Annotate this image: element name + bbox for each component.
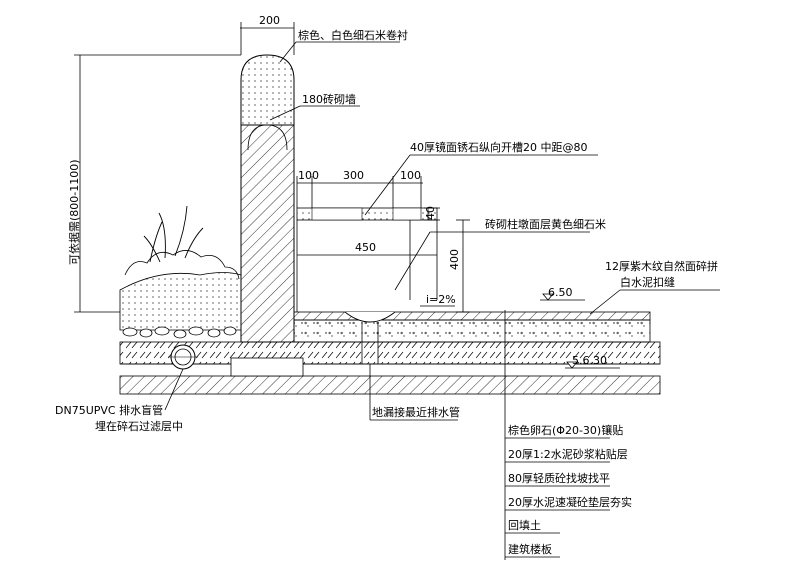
dim-trench-width: 450 (355, 241, 376, 254)
paving (293, 311, 651, 364)
dim-wall-height: 可依据需(800-1100) (67, 159, 81, 265)
dim-trench-depth: 400 (448, 249, 461, 270)
layer-4: 20厚水泥速凝砼垫层夯实 (508, 495, 632, 509)
label-paving-bed: 白水泥扣缝 (620, 275, 675, 289)
label-trench-finish: 砖砌柱墩面层黄色细石米 (485, 217, 606, 231)
dim-cover-thickness: 40 (424, 206, 437, 220)
elevation-base: 5.6.30 (572, 354, 607, 367)
dim-trench-left: 100 (298, 169, 319, 182)
ground-layers (119, 341, 661, 395)
layer-2: 20厚1:2水泥砂浆粘贴层 (508, 447, 628, 461)
dim-trench-right: 100 (400, 169, 421, 182)
leaders (74, 22, 720, 560)
label-coping: 棕色、白色细石米卷衬 (298, 28, 408, 42)
dim-coping-width: 200 (259, 14, 280, 27)
layer-3: 80厚轻质砼找坡找平 (508, 471, 610, 485)
label-pipe-line1: DN75UPVC 排水盲管 (55, 403, 163, 417)
label-drain-pipe: 地漏接最近排水管 (372, 405, 460, 419)
layer-1: 棕色卵石(Φ20-30)镶贴 (508, 423, 623, 437)
layer-6: 建筑楼板 (508, 542, 552, 556)
label-grate: 40厚镜面锈石纵向开槽20 中距@80 (410, 140, 588, 154)
label-pipe-line2: 埋在碎石过滤层中 (95, 419, 183, 433)
dim-trench-mid: 300 (343, 169, 364, 182)
layer-5: 回填土 (508, 518, 541, 532)
slope-label: i=2% (426, 293, 456, 306)
planter (119, 205, 242, 339)
trench (296, 207, 438, 312)
label-paving: 12厚紫木纹自然面碎拼 (605, 259, 718, 273)
label-wall: 180砖砌墙 (302, 92, 356, 106)
elevation-finish: 6.50 (548, 286, 573, 299)
wall (240, 54, 295, 343)
